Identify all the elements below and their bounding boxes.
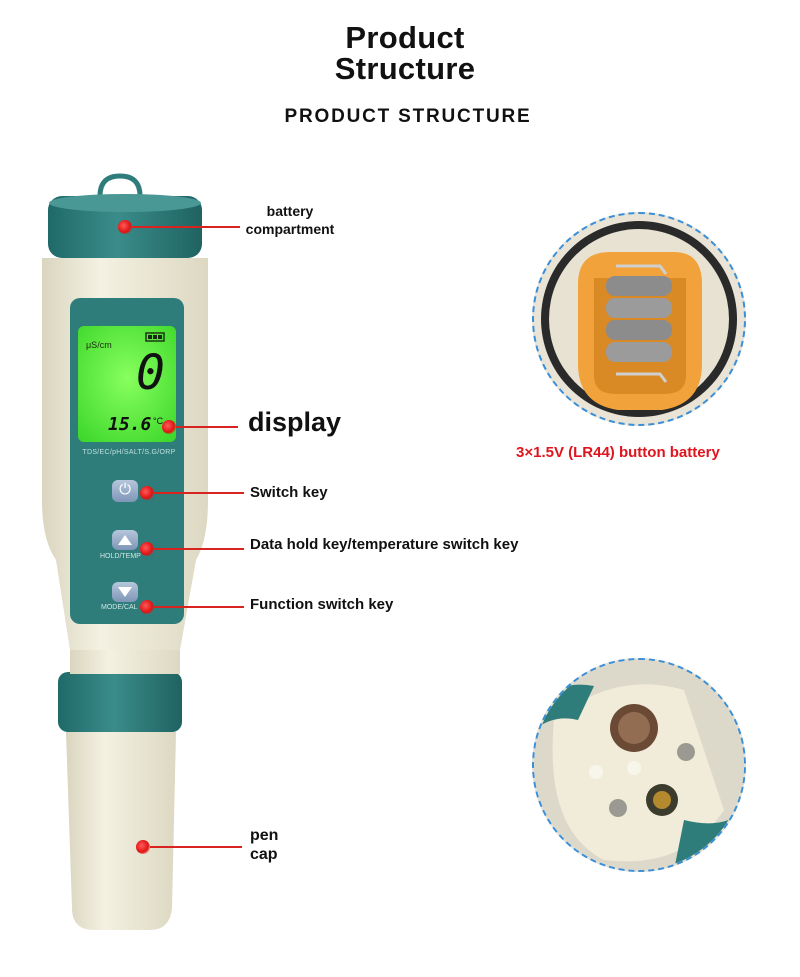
display-callout-dot: [162, 420, 176, 434]
hold-button-text: HOLD/TEMP: [100, 553, 141, 560]
function-leader: [154, 606, 244, 608]
button-cell-4: [606, 342, 672, 362]
cap-collar: [58, 672, 182, 732]
battery-detail-circle: [532, 212, 746, 426]
switch-leader: [154, 492, 244, 494]
switch-key: [112, 480, 138, 502]
switch-key-label: Switch key: [250, 484, 328, 501]
lcd-value: 0: [136, 345, 165, 401]
lcd-temp-unit: °C: [153, 416, 164, 426]
page-subtitle: PRODUCT STRUCTURE: [284, 106, 532, 127]
button-cell-3: [606, 320, 672, 340]
up-arrow-icon: [118, 535, 132, 545]
battery-leader: [132, 226, 240, 228]
mode-button-text: MODE/CAL: [101, 604, 138, 611]
battery-type-label: 3×1.5V (LR44) button battery: [516, 444, 720, 461]
down-arrow-icon: [118, 587, 132, 597]
hanging-loop: [97, 173, 143, 197]
probe-pin: [609, 799, 627, 817]
display-label: display: [248, 407, 342, 437]
hold-callout-dot: [140, 542, 154, 556]
page-title: Product Structure: [334, 20, 476, 86]
pen-cap-label: pen cap: [250, 827, 279, 863]
probe-detail-circle: [532, 658, 746, 872]
pen-cap-leader: [150, 846, 242, 848]
button-cell-1: [606, 276, 672, 296]
mode-strip: TDS/EC/pH/SALT/S.G/ORP: [82, 449, 176, 456]
function-callout-dot: [140, 600, 154, 614]
probe-pin: [677, 743, 695, 761]
lcd-temp: 15.6: [108, 414, 152, 435]
lcd-screen: [78, 326, 176, 442]
display-leader: [176, 426, 238, 428]
button-cell-2: [606, 298, 672, 318]
power-icon: ⏻: [119, 481, 131, 498]
lcd-unit: μS/cm: [86, 340, 112, 350]
switch-callout-dot: [140, 486, 154, 500]
battery-callout-dot: [118, 220, 132, 234]
hold-leader: [154, 548, 244, 550]
function-key-label: Function switch key: [250, 596, 394, 613]
pen-cap: [66, 732, 176, 930]
pen-cap-callout-dot: [136, 840, 150, 854]
battery-compartment-label: battery compartment: [245, 203, 335, 237]
hold-key-label: Data hold key/temperature switch key: [250, 536, 519, 553]
